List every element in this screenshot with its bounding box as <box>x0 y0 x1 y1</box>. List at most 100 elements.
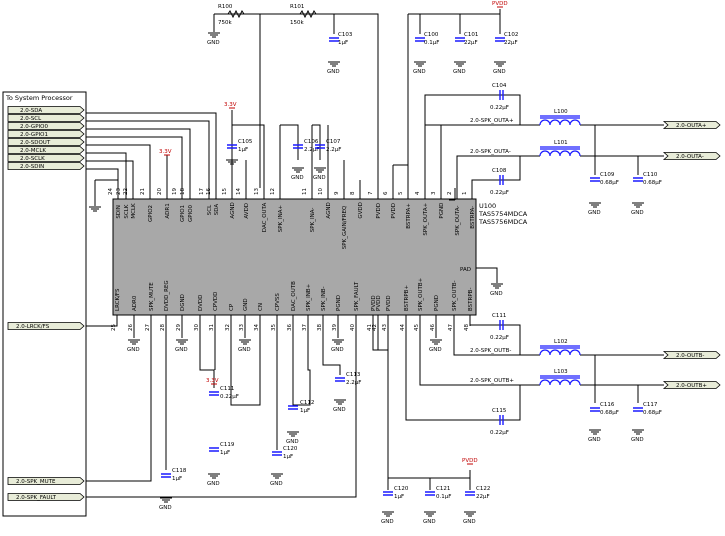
capacitor-ref: C103 <box>338 32 353 38</box>
resistor-value: 150k <box>290 20 304 26</box>
power-label-v33: 3.3V <box>224 102 237 109</box>
pin-name: SPK_MUTE <box>149 282 155 311</box>
ground-label: GND <box>291 175 304 181</box>
capacitor-value: 0.22µF <box>490 105 509 111</box>
capacitor-ref: C117 <box>643 402 658 408</box>
pin-name: CN <box>258 303 264 311</box>
pin-number: 34 <box>254 324 260 331</box>
capacitor-ref: C101 <box>464 32 478 38</box>
ground-label: GND <box>327 69 340 75</box>
pin-number: 12 <box>270 188 276 195</box>
pin-name: PVDD <box>391 203 397 219</box>
ground-symbol: GND <box>588 202 601 216</box>
pin-name: PGND <box>434 295 440 311</box>
pin-name: CPVSS <box>275 293 281 311</box>
pin-name: PVDD <box>386 295 392 311</box>
output-flag-label: 2.0-OUTA+ <box>676 123 707 129</box>
power-label-text: 3.3V <box>206 378 219 384</box>
ground-symbol: GND <box>291 167 304 181</box>
ground-symbol <box>89 206 101 212</box>
capacitor-value: 2.2µF <box>304 147 319 153</box>
left-net-label: 2.0-SPK_FAULT <box>16 495 57 501</box>
capacitor-value: 0.1µF <box>436 494 451 500</box>
ground-symbol: GND <box>423 511 436 525</box>
pin-name: SCLK <box>124 204 130 218</box>
power-label-pvdd: PVDD <box>492 1 508 8</box>
pin-name: AGND <box>230 202 236 218</box>
pin-name: SCL <box>207 204 213 215</box>
capacitor-value: 0.68µF <box>643 410 662 416</box>
capacitor-value: 1µF <box>238 147 248 153</box>
power-label-text: PVDD <box>462 458 478 464</box>
power-label-text: PVDD <box>492 1 508 7</box>
capacitor-ref: C109 <box>600 172 615 178</box>
inductor-l100: L100 <box>539 109 581 126</box>
ground-symbol: GND <box>413 61 426 75</box>
pin-name: DAC_OUTB <box>291 281 297 311</box>
ground-symbol: GND <box>429 339 442 353</box>
pin-number: 7 <box>368 191 374 195</box>
pin-name: GND <box>243 298 249 311</box>
ground-label: GND <box>490 291 503 297</box>
pin-name: BSTRPA- <box>470 206 476 229</box>
pin-name: SPK_GAIN/FREQ <box>342 205 348 249</box>
pin-number: 44 <box>400 324 406 331</box>
ground-label: GND <box>588 210 601 216</box>
ground-label: GND <box>313 175 326 181</box>
pin-name: SPK_FAULT <box>354 281 360 311</box>
pin-name: BSTRPA+ <box>406 203 412 229</box>
ground-symbol: GND <box>463 511 476 525</box>
pin-number: 3 <box>431 191 437 195</box>
pin-name: CP <box>229 303 235 311</box>
inductor-ref: L101 <box>554 140 568 146</box>
capacitor-value: 22µF <box>464 40 478 46</box>
processor-net-label: 2.0-SDIN <box>20 164 44 170</box>
pin-number: 10 <box>318 188 324 195</box>
capacitor-value: 22µF <box>476 494 490 500</box>
processor-net-flag: 2.0-GPIO0 <box>7 122 85 130</box>
capacitor-value: 1µF <box>172 476 182 482</box>
processor-net-label: 2.0-SCL <box>20 116 42 122</box>
processor-net-label: 2.0-MCLK <box>20 148 46 154</box>
ground-symbol: GND <box>453 61 466 75</box>
pin-number: 33 <box>239 324 245 331</box>
pin-name: SPK_INB+ <box>306 283 312 311</box>
capacitor-ref: C116 <box>600 402 615 408</box>
pin-name: AGND <box>326 202 332 218</box>
ground-symbol: GND <box>159 497 172 511</box>
capacitor-value: 1µF <box>338 40 348 46</box>
processor-net-label: 2.0-GPIO1 <box>20 132 48 138</box>
left-net-flag-fault: 2.0-SPK_FAULT <box>7 493 85 501</box>
capacitor-c101: C101 22µF <box>455 32 478 46</box>
pin-name: DAC_OUTA <box>262 203 268 233</box>
capacitor-value: 0.22µF <box>490 335 509 341</box>
pin-name: DVDD_REG <box>164 280 170 311</box>
capacitor-ref: C115 <box>492 408 507 414</box>
pin-number: 47 <box>448 324 454 331</box>
pin-name: PVDD <box>376 295 382 311</box>
pin-name: ADR0 <box>132 295 138 311</box>
processor-net-flag: 2.0-SDA <box>7 106 85 114</box>
pin-number: 26 <box>128 324 134 331</box>
